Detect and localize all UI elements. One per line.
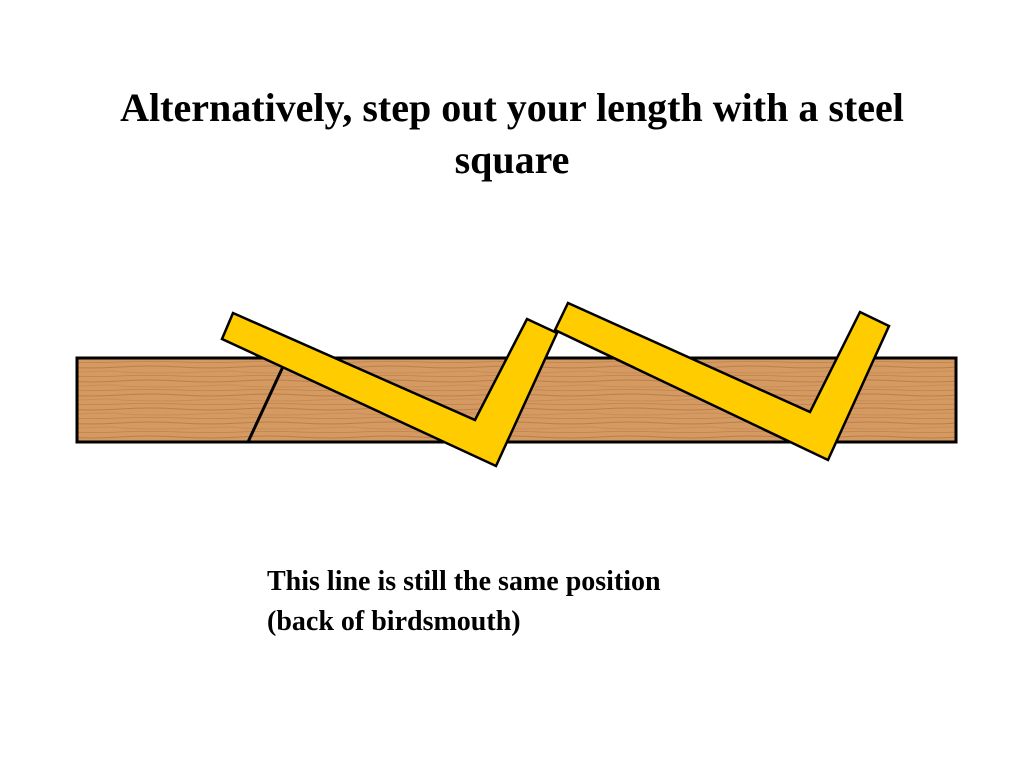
diagram-caption: This line is still the same position (ba… <box>267 562 787 642</box>
steel-square-first-position <box>220 311 559 468</box>
steel-square-second-position <box>553 301 891 462</box>
caption-line-1: This line is still the same position <box>267 566 661 597</box>
slide-title: Alternatively, step out your length with… <box>120 85 904 182</box>
caption-line-2: (back of birdsmouth) <box>267 606 521 637</box>
birdsmouth-line <box>246 357 289 443</box>
